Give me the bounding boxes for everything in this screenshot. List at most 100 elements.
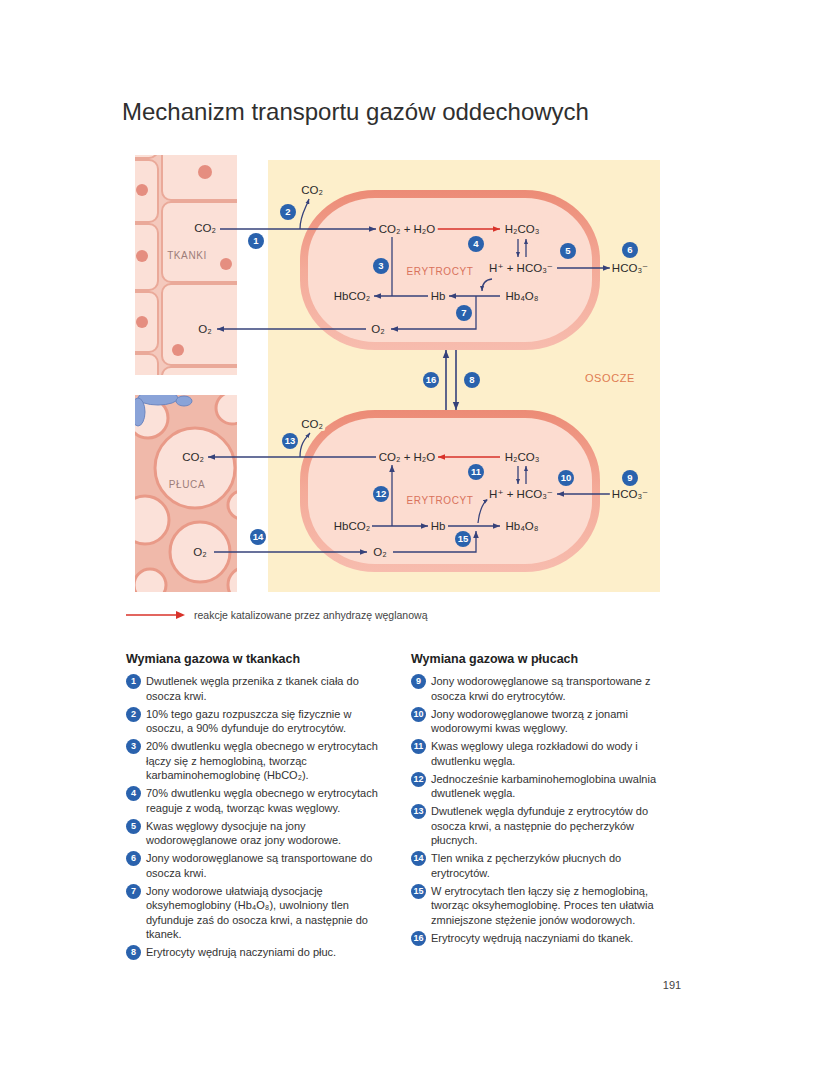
alveolus — [228, 491, 237, 519]
formula: HbCO₂ — [332, 289, 372, 303]
label-slot: 7 — [456, 305, 472, 321]
list-item: 320% dwutlenku węgla obecnego w erytrocy… — [126, 739, 388, 783]
tissue-region-shape — [135, 155, 237, 375]
label-slot: Hb₄O₈ — [503, 519, 540, 533]
text-column: Wymiana gazowa w tkankach1Dwutlenek węgl… — [126, 652, 388, 964]
label-slot: 1 — [248, 233, 264, 249]
label-slot: H⁺ + HCO₃⁻ — [487, 261, 555, 275]
cell-nucleus — [136, 250, 148, 262]
enzyme-arrow — [438, 456, 500, 457]
list-item: 470% dwutlenku węgla obecnego w erytrocy… — [126, 786, 388, 815]
alveolus — [135, 569, 166, 592]
list-item: 16 Erytrocyty wędrują naczyniami do tkane… — [411, 931, 673, 946]
legend-line — [126, 614, 177, 616]
callout-number: 1 — [248, 233, 264, 249]
formula: H⁺ + HCO₃⁻ — [487, 487, 555, 501]
list-heading: Wymiana gazowa w płucach — [411, 652, 673, 666]
list-item: 2 10% tego gazu rozpuszcza się fizycznie … — [126, 707, 388, 736]
co2-branch-line — [391, 237, 392, 296]
erythrocyte: ERYTROCYT — [300, 410, 600, 572]
alveolus — [135, 496, 169, 544]
list-text: Kwas węglowy dysocjuje na jony wodorowęg… — [146, 819, 388, 848]
tissue-cell — [135, 354, 158, 375]
callout-number: 12 — [373, 486, 389, 502]
callout-number: 13 — [282, 433, 298, 449]
node-text-slot: ERYTROCYT — [405, 495, 476, 506]
label-slot: H₂CO₃ — [503, 450, 542, 464]
label-slot: CO₂ — [180, 450, 206, 464]
label-slot: 2 — [280, 204, 296, 220]
legend-text: reakcje katalizowane przez anhydrazę węg… — [194, 609, 427, 621]
label-slot: Hb — [429, 289, 448, 303]
formula: HCO₃⁻ — [610, 261, 650, 275]
callout-number: 13 — [411, 804, 426, 819]
formula: CO₂ — [299, 183, 325, 197]
label-slot: CO₂ + H₂O — [377, 450, 438, 464]
label-slot: 13 — [282, 433, 298, 449]
node-text-slot: TKANKI — [165, 250, 209, 261]
list-text: 10% tego gazu rozpuszcza się fizycznie w… — [146, 707, 388, 736]
label-slot: Hb₄O₈ — [503, 289, 540, 303]
label-slot: 15 — [455, 531, 471, 547]
label-slot: HbCO₂ — [332, 289, 372, 303]
label-slot: 4 — [468, 236, 484, 252]
tissue-cell — [162, 155, 237, 200]
label-slot: HbCO₂ — [332, 519, 372, 533]
region-label: ERYTROCYT — [405, 495, 476, 506]
connector-arrow — [455, 350, 457, 410]
list-text: Erytrocyty wędrują naczyniami do tkanek. — [431, 931, 673, 946]
cell-nucleus — [136, 316, 148, 328]
list-item: 10Jony wodorowęglanowe tworzą z jonami w… — [411, 707, 673, 736]
legend-swatch — [126, 610, 186, 620]
text-column: Wymiana gazowa w płucach 9Jony wodorowęgl… — [411, 652, 673, 949]
equilibrium-arrow — [517, 239, 518, 257]
list-item: 5 Kwas węglowy dysocjuje na jony wodorowę… — [126, 819, 388, 848]
tissue-cell — [135, 155, 158, 158]
callout-number: 3 — [373, 258, 389, 274]
label-slot: O₂ — [191, 545, 208, 559]
formula: CO₂ — [299, 417, 325, 431]
list-text: W erytrocytach tlen łączy się z hemoglob… — [431, 884, 673, 928]
co2-diffusion-arrow — [220, 228, 376, 229]
oxygen-diffusion-arrow — [217, 328, 366, 329]
label-slot: 5 — [560, 243, 576, 259]
label-slot: HCO₃⁻ — [610, 487, 650, 501]
callout-number: 5 — [126, 819, 141, 834]
label-slot: CO₂ — [299, 417, 325, 431]
legend-row: reakcje katalizowane przez anhydrazę węg… — [126, 609, 427, 621]
list-item: 14Tlen wnika z pęcherzyków płucnych do e… — [411, 851, 673, 880]
callout-number: 7 — [456, 305, 472, 321]
label-slot: 14 — [250, 529, 266, 545]
cell-nucleus — [220, 258, 232, 270]
dissociation-arrow — [449, 295, 500, 296]
alveolus — [216, 395, 237, 424]
callout-number: 16 — [411, 931, 426, 946]
list-text: 20% dwutlenku węgla obecnego w erytrocyt… — [146, 739, 388, 783]
region-label: ERYTROCYT — [405, 266, 476, 277]
label-slot: 16 — [423, 372, 439, 388]
label-slot: CO₂ — [192, 221, 218, 235]
callout-number: 14 — [250, 529, 266, 545]
tissue-region: TKANKI — [135, 155, 237, 375]
tissue-cell — [162, 367, 237, 375]
equilibrium-arrow — [525, 239, 526, 257]
list-heading: Wymiana gazowa w tkankach — [126, 652, 388, 666]
formula: H⁺ + HCO₃⁻ — [487, 261, 555, 275]
callout-number: 7 — [126, 884, 141, 899]
callout-number: 2 — [126, 707, 141, 722]
capillary — [135, 398, 145, 426]
plasma-ground — [268, 160, 660, 592]
cell-nucleus — [136, 184, 148, 196]
co2-release-arrow — [391, 465, 392, 526]
capillary — [176, 396, 192, 406]
label-slot: O₂ — [371, 545, 388, 559]
callout-number: 16 — [423, 372, 439, 388]
callout-number: 8 — [464, 372, 480, 388]
page-title: Mechanizm transportu gazów oddechowych — [122, 97, 589, 127]
list-text: Erytrocyty wędrują naczyniami do płuc. — [146, 945, 388, 960]
list-item: 9Jony wodorowęglanowe są transportowane … — [411, 674, 673, 703]
erythrocyte-shape — [300, 410, 600, 572]
label-slot: H⁺ + HCO₃⁻ — [487, 487, 555, 501]
